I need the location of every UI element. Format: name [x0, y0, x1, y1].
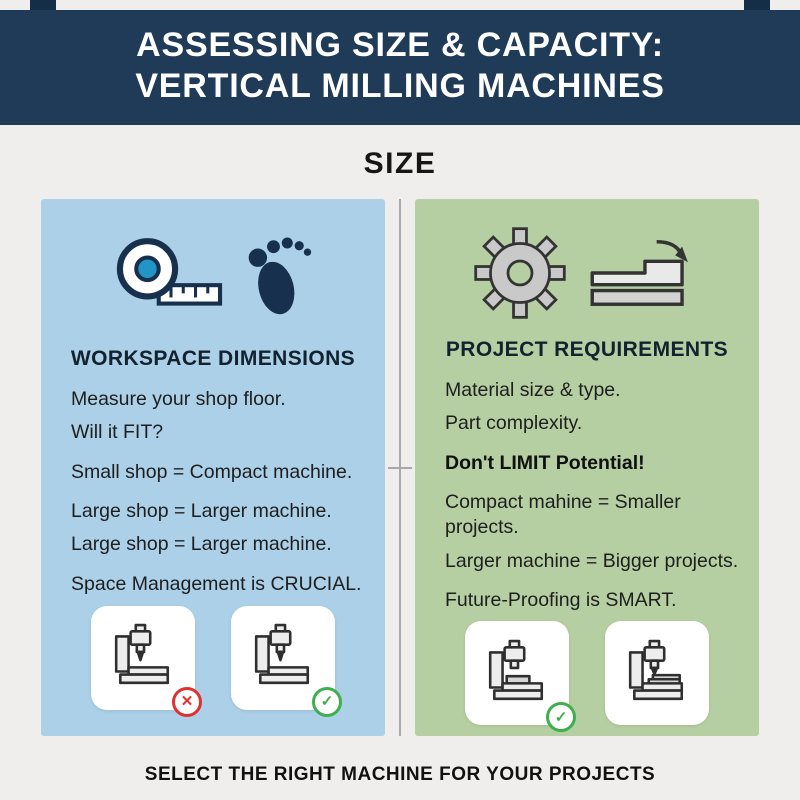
cross-badge-icon: ✕: [172, 686, 202, 717]
left-panel-text: Measure your shop floor. Will it FIT? Sm…: [41, 387, 385, 605]
text-line: Part complexity.: [445, 412, 583, 435]
text-line: Large shop = Larger machine.: [71, 499, 332, 522]
divider-tick: [388, 467, 412, 470]
check-badge-icon: ✓: [312, 686, 342, 717]
text-line: Compact mahine = Smaller projects.: [445, 490, 681, 539]
text-line: Material size & type.: [445, 378, 621, 401]
text-line: Measure your shop floor.: [71, 387, 286, 410]
section-title-size: SIZE: [363, 146, 437, 180]
machine-card-fit-right: ✓: [231, 605, 342, 717]
footer-tagline: SELECT THE RIGHT MACHINE FOR YOUR PROJEC…: [144, 763, 656, 785]
milling-machine-icon: [624, 638, 690, 709]
right-panel-heading: PROJECT REQUIREMENTS: [445, 337, 729, 361]
text-line: Space Management is CRUCIAL.: [71, 572, 362, 595]
page-title-line-2: VERTICAL MILLING MACHINES: [135, 67, 665, 106]
milling-machine-icon: [250, 622, 316, 693]
page-title-line-1: ASSESSING SIZE & CAPACITY:: [136, 26, 664, 64]
check-badge-icon: ✓: [546, 702, 576, 733]
text-line: Larger machine = Bigger projects.: [445, 549, 739, 572]
milling-machine-icon: [110, 622, 176, 693]
gear-icon: [472, 225, 568, 326]
left-panel-cards: ✕: [91, 605, 342, 717]
text-line: Will it FIT?: [71, 421, 164, 444]
tape-measure-icon: [113, 230, 229, 329]
text-line-emphasis: Don't LIMIT Potential!: [445, 451, 645, 474]
panel-divider: [388, 198, 412, 736]
project-requirements-panel: PROJECT REQUIREMENTS Material size & typ…: [415, 198, 759, 736]
footprint-icon: [245, 232, 313, 327]
right-panel-icon-row: [472, 225, 702, 326]
left-panel-icon-row: [113, 225, 313, 335]
right-panel-text: Material size & type. Part complexity. D…: [415, 378, 759, 621]
material-part-icon: [584, 232, 702, 319]
text-line: Small shop = Compact machine.: [71, 460, 353, 483]
milling-machine-icon: [484, 638, 550, 709]
machine-card-compact-wrong: ✕: [91, 605, 202, 717]
machine-card-larger-projects: [605, 621, 709, 726]
comparison-panels: WORKSPACE DIMENSIONS Measure your shop f…: [0, 198, 800, 736]
machine-card-capable: ✓: [465, 621, 576, 733]
right-panel-cards: ✓: [465, 621, 709, 733]
text-line: Large shop = Larger machine.: [71, 533, 332, 556]
workspace-dimensions-panel: WORKSPACE DIMENSIONS Measure your shop f…: [41, 198, 385, 736]
text-line: Future-Proofing is SMART.: [445, 589, 677, 611]
left-panel-heading: WORKSPACE DIMENSIONS: [70, 346, 356, 370]
header-banner: ASSESSING SIZE & CAPACITY: VERTICAL MILL…: [0, 10, 800, 125]
